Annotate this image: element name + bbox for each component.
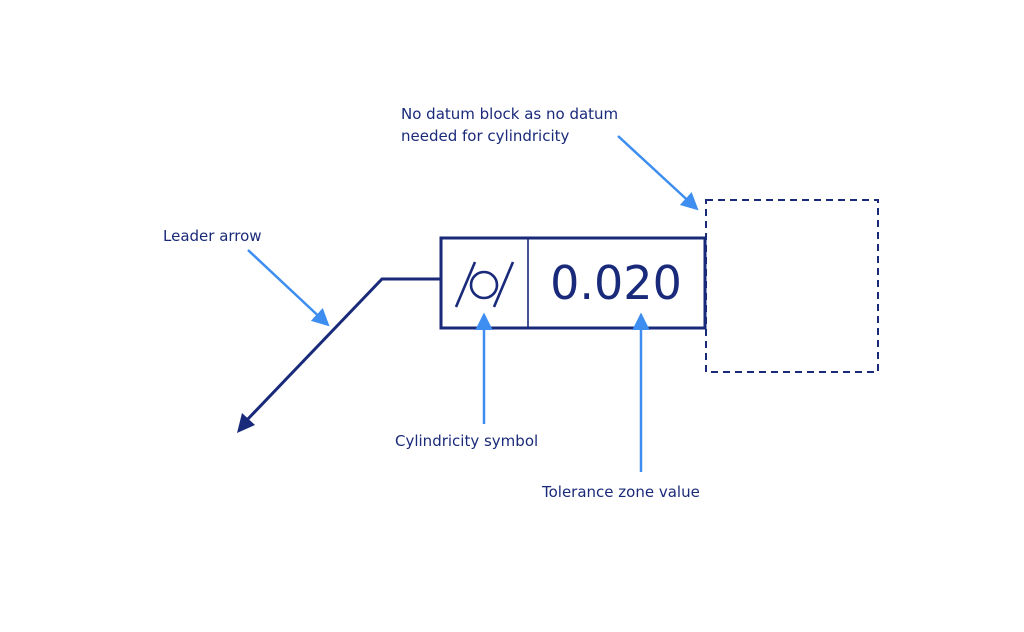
tolerance-value: 0.020: [550, 256, 682, 310]
empty-datum-block: [705, 199, 879, 373]
datum-note-pointer: [617, 135, 699, 211]
leader-arrowhead-icon: [237, 413, 255, 433]
cylindricity-symbol-icon: [454, 261, 515, 308]
datum-note-line-1: No datum block as no datum: [401, 105, 619, 123]
leader-line: [237, 277, 441, 433]
cylindricity-symbol-label: Cylindricity symbol: [395, 432, 539, 450]
leader-arrow-pointer: [247, 249, 330, 327]
datum-note-line-2: needed for cylindricity: [401, 127, 570, 145]
leader-arrow-label: Leader arrow: [163, 227, 262, 245]
tolerance-zone-value-label: Tolerance zone value: [542, 483, 700, 501]
